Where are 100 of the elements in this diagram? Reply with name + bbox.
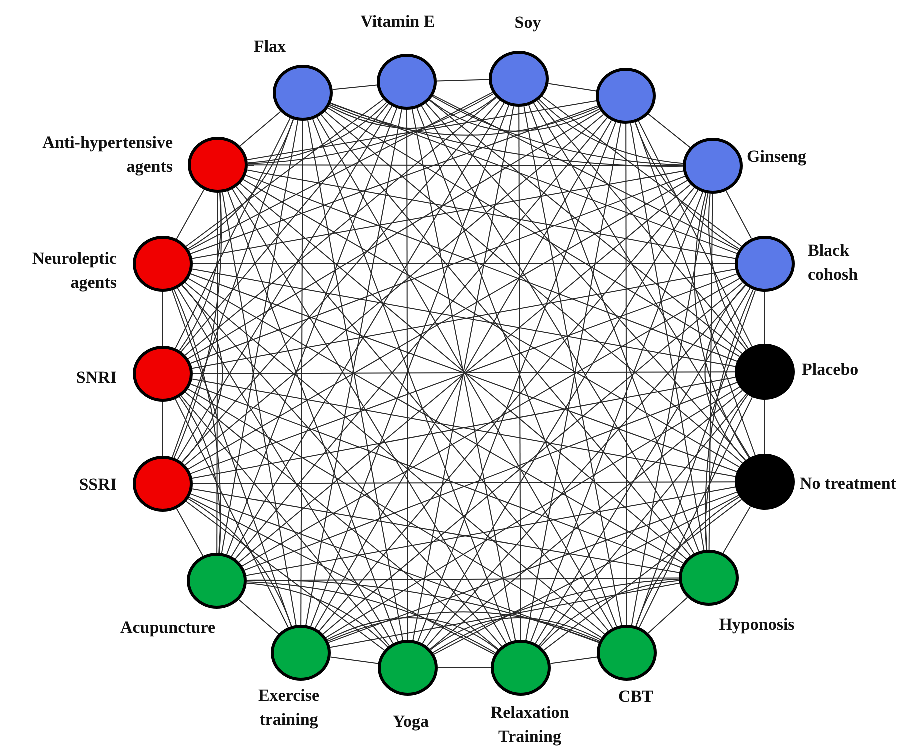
- connector-line: [247, 102, 388, 164]
- connector-line: [186, 501, 386, 651]
- connector-line: [324, 111, 744, 464]
- connector-line: [231, 102, 505, 558]
- connector-line: [185, 392, 499, 650]
- connector-line: [162, 402, 164, 456]
- connector-line: [177, 106, 393, 460]
- connector-line: [330, 104, 600, 136]
- node-label: Acupuncture: [120, 617, 216, 639]
- connector-line: [188, 110, 602, 360]
- connector-line: [190, 494, 600, 644]
- connector-line: [406, 110, 408, 640]
- connector-line: [705, 289, 754, 551]
- connector-line: [430, 100, 600, 132]
- connector-line: [429, 100, 743, 354]
- connector-line: [326, 386, 740, 638]
- connector-line: [722, 506, 752, 554]
- node-label: Exercise training: [257, 685, 321, 731]
- connector-line: [422, 190, 699, 644]
- node-label: Anti-hypertensive agents: [42, 132, 173, 178]
- connector-line: [635, 122, 756, 456]
- connector-line: [188, 92, 494, 251]
- connector-line: [172, 119, 294, 458]
- connector-line: [243, 179, 740, 468]
- connector-line: [176, 189, 205, 240]
- connector-line: [322, 282, 744, 635]
- connector-line: [330, 582, 680, 648]
- connector-line: [190, 384, 682, 568]
- connector-line: [426, 285, 746, 647]
- node-label: No treatment: [800, 473, 896, 495]
- connector-line: [188, 388, 602, 638]
- connector-line: [328, 108, 740, 358]
- connector-line: [764, 292, 766, 344]
- connector-line: [174, 289, 222, 554]
- connector-line: [535, 288, 751, 644]
- connector-line: [328, 492, 738, 644]
- connector-line: [190, 176, 686, 364]
- connector-line: [184, 114, 604, 466]
- connector-line: [240, 111, 282, 147]
- node-label: Yoga: [393, 711, 429, 733]
- connector-line: [538, 394, 748, 646]
- connector-line: [434, 495, 740, 655]
- connector-line: [221, 120, 299, 554]
- connector-line: [248, 94, 494, 164]
- connector-line: [247, 170, 736, 260]
- connector-line: [705, 394, 748, 551]
- connector-line: [537, 100, 747, 350]
- connector-line: [436, 79, 490, 82]
- connector-line: [430, 618, 602, 650]
- connector-line: [550, 656, 598, 664]
- connector-line: [332, 84, 378, 90]
- connector-line: [182, 284, 224, 464]
- connector-line: [186, 99, 384, 247]
- connector-line: [326, 618, 498, 650]
- connector-line: [704, 284, 746, 462]
- node-label: Soy: [514, 12, 542, 34]
- connector-line: [192, 482, 736, 484]
- node-label: SSRI: [79, 474, 117, 496]
- connector-line: [188, 498, 292, 627]
- connector-line: [244, 382, 738, 571]
- connector-line: [538, 99, 684, 164]
- connector-line: [636, 290, 756, 627]
- connector-line: [192, 488, 680, 574]
- node-label: CBT: [618, 686, 654, 708]
- connector-line: [330, 656, 379, 664]
- connector-line: [177, 288, 394, 644]
- connector-line: [172, 290, 292, 627]
- connector-line: [708, 193, 749, 350]
- connector-line: [180, 104, 390, 352]
- connector-line: [528, 104, 700, 552]
- node-label: SNRI: [76, 367, 117, 389]
- connector-line: [228, 190, 398, 642]
- connector-line: [639, 397, 753, 628]
- connector-line: [180, 396, 390, 646]
- connector-line: [182, 100, 500, 463]
- connector-line: [188, 278, 684, 564]
- connector-line: [175, 118, 291, 350]
- connector-line: [321, 114, 691, 556]
- connector-line: [184, 282, 606, 635]
- connector-line: [328, 96, 497, 129]
- connector-line: [238, 599, 280, 635]
- connector-line: [246, 582, 388, 648]
- connector-line: [540, 580, 680, 648]
- connector-line: [184, 97, 498, 356]
- connector-line: [248, 164, 684, 166]
- connector-line: [174, 192, 222, 459]
- connector-line: [175, 398, 289, 628]
- connector-line: [432, 578, 680, 654]
- connector-line: [548, 83, 597, 92]
- connector-line: [188, 180, 688, 470]
- connector-line: [764, 400, 766, 454]
- node-label: Placebo: [802, 359, 859, 381]
- connector-line: [162, 292, 164, 346]
- connector-line: [330, 102, 738, 254]
- connector-line: [246, 580, 600, 643]
- connector-line: [236, 186, 609, 632]
- node-label: Ginseng: [747, 146, 807, 168]
- connector-line: [631, 193, 709, 626]
- connector-line: [300, 120, 304, 626]
- node-label: Neuroleptic agents: [31, 248, 117, 294]
